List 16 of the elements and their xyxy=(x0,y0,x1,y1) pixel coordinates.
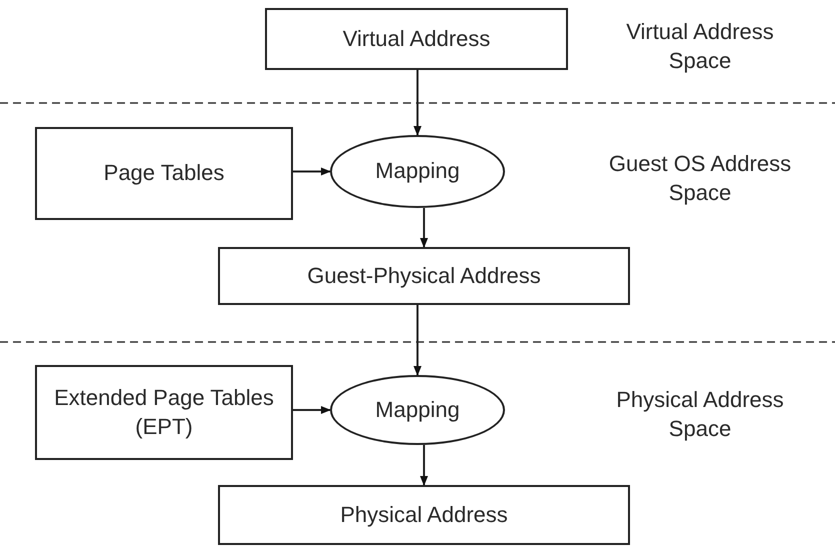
arrow xyxy=(293,406,331,414)
arrow xyxy=(420,208,428,248)
section-label: Virtual Address Space xyxy=(625,18,775,75)
arrow xyxy=(420,445,428,486)
arrow xyxy=(414,305,422,376)
process-box: Extended Page Tables (EPT) xyxy=(35,365,293,460)
process-ellipse: Mapping xyxy=(330,375,505,445)
process-ellipse: Mapping xyxy=(330,135,505,208)
process-box: Virtual Address xyxy=(265,8,568,70)
arrow xyxy=(293,168,331,176)
process-box: Guest-Physical Address xyxy=(218,247,630,305)
section-label: Guest OS Address Space xyxy=(608,150,792,207)
arrow xyxy=(414,70,422,136)
section-label: Physical Address Space xyxy=(615,386,785,443)
process-box: Physical Address xyxy=(218,485,630,545)
process-box: Page Tables xyxy=(35,127,293,220)
